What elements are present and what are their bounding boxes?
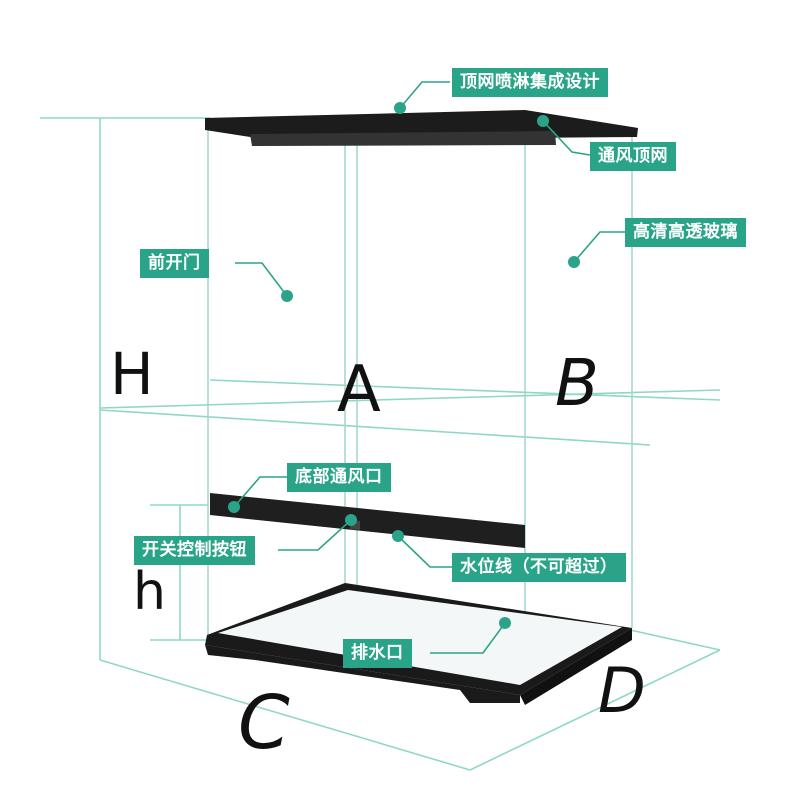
callout-vent-top: 通风顶网 bbox=[590, 142, 676, 171]
callout-switch-button: 开关控制按钮 bbox=[134, 536, 255, 565]
dimension-D: D bbox=[598, 654, 646, 727]
bottom-vent-strip bbox=[210, 493, 525, 548]
callout-bottom-vent: 底部通风口 bbox=[287, 463, 391, 492]
base-frame bbox=[205, 583, 632, 705]
callout-dots bbox=[228, 102, 580, 629]
dimension-C: C bbox=[238, 680, 290, 766]
dimension-H: H bbox=[110, 340, 154, 408]
callout-hd-glass: 高清高透玻璃 bbox=[625, 218, 746, 247]
dimension-guides bbox=[40, 117, 721, 771]
top-lid bbox=[205, 110, 638, 146]
callout-drain: 排水口 bbox=[343, 639, 412, 668]
dimension-B: B bbox=[555, 347, 599, 421]
callout-front-door: 前开门 bbox=[140, 249, 209, 278]
callout-water-level: 水位线（不可超过） bbox=[452, 553, 626, 582]
dimension-A: A bbox=[337, 353, 381, 427]
callout-leaders bbox=[233, 81, 625, 654]
dimension-h: h bbox=[133, 562, 166, 622]
callout-top-spray: 顶网喷淋集成设计 bbox=[452, 68, 608, 97]
